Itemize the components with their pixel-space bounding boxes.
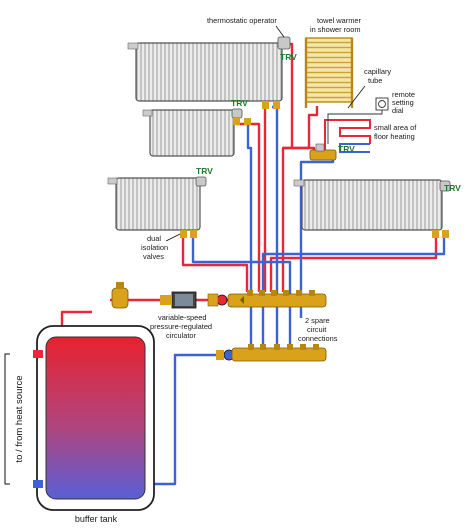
isolation-valves-label-2: isolation	[141, 243, 168, 252]
towel-warmer-label-2: in shower room	[310, 25, 361, 34]
isolation-valves-label-1: dual	[147, 234, 161, 243]
floor-heating-valve	[309, 143, 337, 161]
towel-warmer	[304, 37, 354, 108]
circulator-label-1: variable-speed	[158, 313, 206, 322]
supply-manifold-valve	[216, 294, 228, 306]
capillary-label-2: tube	[368, 76, 382, 85]
radiator-left	[107, 176, 207, 238]
spare-circuits-label-3: connections	[298, 334, 338, 343]
supply-manifold	[227, 290, 327, 308]
remote-dial-label-3: dial	[392, 106, 404, 115]
capillary-label-1: capillary	[364, 67, 391, 76]
remote-dial-label-1: remote	[392, 90, 415, 99]
circulator-label-2: pressure-regulated	[150, 322, 212, 331]
isolation-valves-leader	[165, 233, 181, 242]
radiator-right	[293, 179, 451, 238]
trv-label-left: TRV	[196, 166, 213, 176]
isolation-valves-label-3: valves	[143, 252, 164, 261]
buffer-tank-label: buffer tank	[75, 514, 118, 524]
floor-heating-label-1: small area of	[374, 123, 417, 132]
heat-source-label: to / from heat source	[14, 375, 25, 462]
tank-return-port	[33, 480, 43, 488]
circulator-pump	[160, 291, 197, 309]
remote-dial-label-2: setting	[392, 98, 414, 107]
return-manifold	[231, 344, 327, 362]
towel-warmer-label-1: towel warmer	[317, 16, 361, 25]
capillary-leader	[347, 85, 366, 109]
thermostatic-operator-leader	[275, 25, 285, 38]
buffer-tank	[36, 325, 155, 511]
heat-source-bracket	[4, 353, 10, 485]
remote-setting-dial	[327, 97, 389, 144]
trv-label-middle: TRV	[231, 98, 248, 108]
radiator-middle	[142, 108, 251, 157]
return-manifold-valve	[216, 349, 235, 361]
spare-circuits-label-2: circuit	[307, 325, 326, 334]
supply-isolation-valve	[207, 293, 219, 307]
trv-label-floor: TRV	[338, 144, 355, 154]
circulator-label-3: circulator	[166, 331, 197, 340]
tank-supply-port	[33, 350, 43, 358]
air-separator	[111, 282, 129, 309]
trv-label-top: TRV	[280, 52, 297, 62]
spare-circuits-label-1: 2 spare	[305, 316, 330, 325]
radiator-top	[127, 36, 291, 109]
thermostatic-operator-label: thermostatic operator	[207, 16, 277, 25]
floor-heating-label-2: floor heating	[374, 132, 415, 141]
trv-label-right: TRV	[444, 183, 461, 193]
